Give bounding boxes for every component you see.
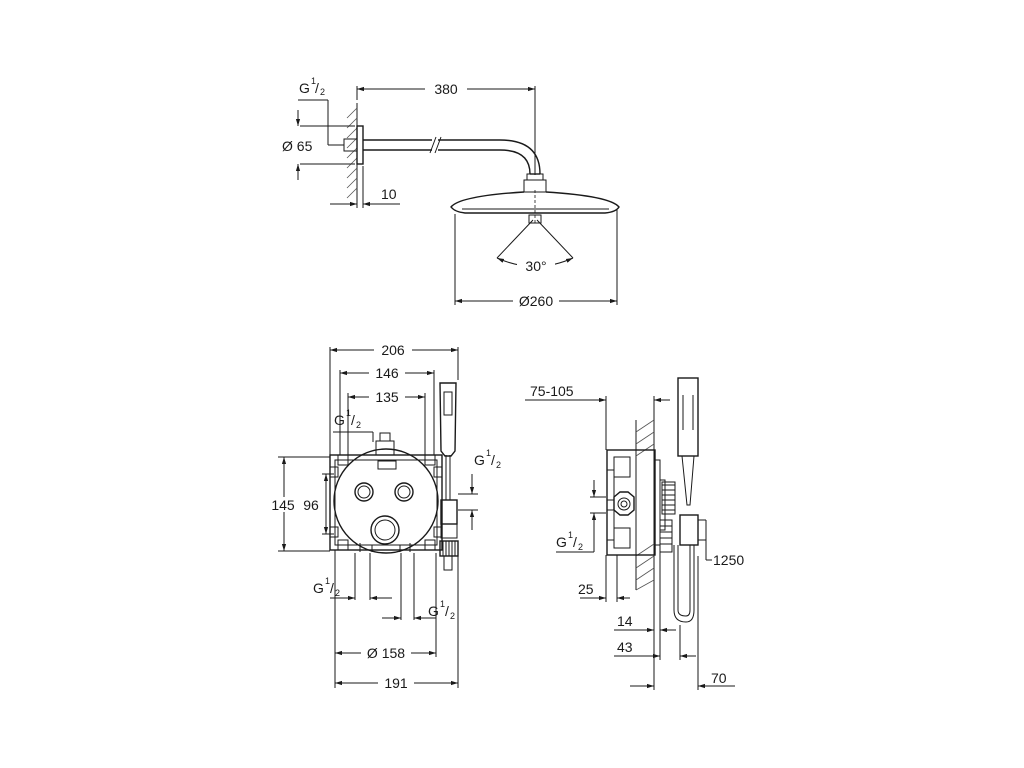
dim-fixing-height: 96 (299, 473, 334, 535)
label-25: 25 (578, 581, 594, 597)
thread-side-num: 1 (568, 530, 573, 540)
label-206: 206 (381, 342, 405, 358)
thread-front-1-slash: / (351, 412, 355, 428)
thread-side-g: G (556, 534, 567, 550)
thread-front-1-den: 2 (356, 420, 361, 430)
wall-side (635, 419, 655, 591)
thread-front-3-num: 1 (325, 576, 330, 586)
thread-front-2-num: 1 (486, 448, 491, 458)
thread-den-top: 2 (320, 87, 325, 97)
hand-shower-front (439, 382, 459, 571)
thread-front-4-g: G (428, 603, 439, 619)
thread-front-3-den: 2 (335, 588, 340, 598)
thread-front-1-g: G (334, 412, 345, 428)
flange-and-arm (343, 125, 547, 193)
label-96: 96 (303, 497, 319, 513)
thread-g-top: G (299, 80, 310, 96)
label-43: 43 (617, 639, 633, 655)
dim-bottom-width: 191 (335, 675, 458, 691)
thread-front-2-g: G (474, 452, 485, 468)
dim-hose-length: 1250 (705, 530, 744, 568)
dim-plate-diameter: Ø 158 (335, 645, 436, 661)
thread-front-3-g: G (313, 580, 324, 596)
label-plate-diameter: Ø 158 (367, 645, 405, 661)
dim-install-depth: 75-105 (525, 383, 670, 450)
label-flange-diameter: Ø 65 (282, 138, 313, 154)
label-14: 14 (617, 613, 633, 629)
dim-flange-diameter: Ø 65 (282, 110, 355, 180)
cover-plate (333, 448, 439, 554)
wall-top (346, 103, 358, 208)
label-135: 135 (375, 389, 399, 405)
label-75-105: 75-105 (530, 383, 574, 399)
dim-overall-width: 206 (330, 342, 458, 358)
top-view: 380 G 1 / 2 Ø 65 10 30° (282, 76, 620, 309)
dim-thread-front-right: G 1 / 2 (458, 448, 501, 530)
label-head-diameter: Ø260 (519, 293, 553, 309)
thread-front-1-num: 1 (346, 408, 351, 418)
thread-slash-top: / (315, 80, 319, 96)
valve-body-side (606, 449, 676, 556)
dim-14: 14 (614, 613, 676, 633)
dim-plate-width: 146 (340, 365, 434, 381)
label-191: 191 (384, 675, 408, 691)
label-145: 145 (271, 497, 295, 513)
dim-fixing-width: 135 (347, 389, 426, 455)
dim-wall-offset: 10 (330, 166, 400, 208)
front-view: 206 146 135 G 1 / 2 (266, 342, 501, 691)
dim-thread-front-top: G 1 / 2 (333, 408, 374, 442)
label-146: 146 (375, 365, 399, 381)
thread-front-4-den: 2 (450, 611, 455, 621)
thread-front-3-slash: / (330, 580, 334, 596)
dim-arm-length: 380 (356, 81, 536, 175)
dim-43: 43 (614, 639, 696, 659)
label-wall-offset: 10 (381, 186, 397, 202)
thread-front-4-num: 1 (440, 599, 445, 609)
dim-thread-front-bottom-right: G 1 / 2 (382, 599, 455, 621)
dim-thread-side: G 1 / 2 (556, 480, 606, 553)
side-view: 75-105 G 1 / 2 1250 (525, 377, 744, 690)
dim-25: 25 (578, 581, 630, 601)
label-1250: 1250 (713, 552, 744, 568)
thread-side-den: 2 (578, 542, 583, 552)
thread-num-top: 1 (311, 76, 316, 86)
thread-front-4-slash: / (445, 603, 449, 619)
thread-front-2-den: 2 (496, 460, 501, 470)
dim-thread-top: G 1 / 2 (298, 76, 344, 146)
label-380: 380 (434, 81, 458, 97)
mounting-box (329, 432, 443, 551)
dim-thread-front-bottom-left: G 1 / 2 (313, 576, 392, 601)
label-70: 70 (711, 670, 727, 686)
dim-70: 70 (630, 670, 735, 689)
dim-overall-height: 145 (266, 456, 330, 552)
dim-head-diameter: Ø260 (455, 292, 617, 309)
shower-head (450, 190, 620, 305)
label-spray-angle: 30° (525, 258, 546, 274)
thread-side-slash: / (573, 534, 577, 550)
thread-front-2-slash: / (491, 452, 495, 468)
